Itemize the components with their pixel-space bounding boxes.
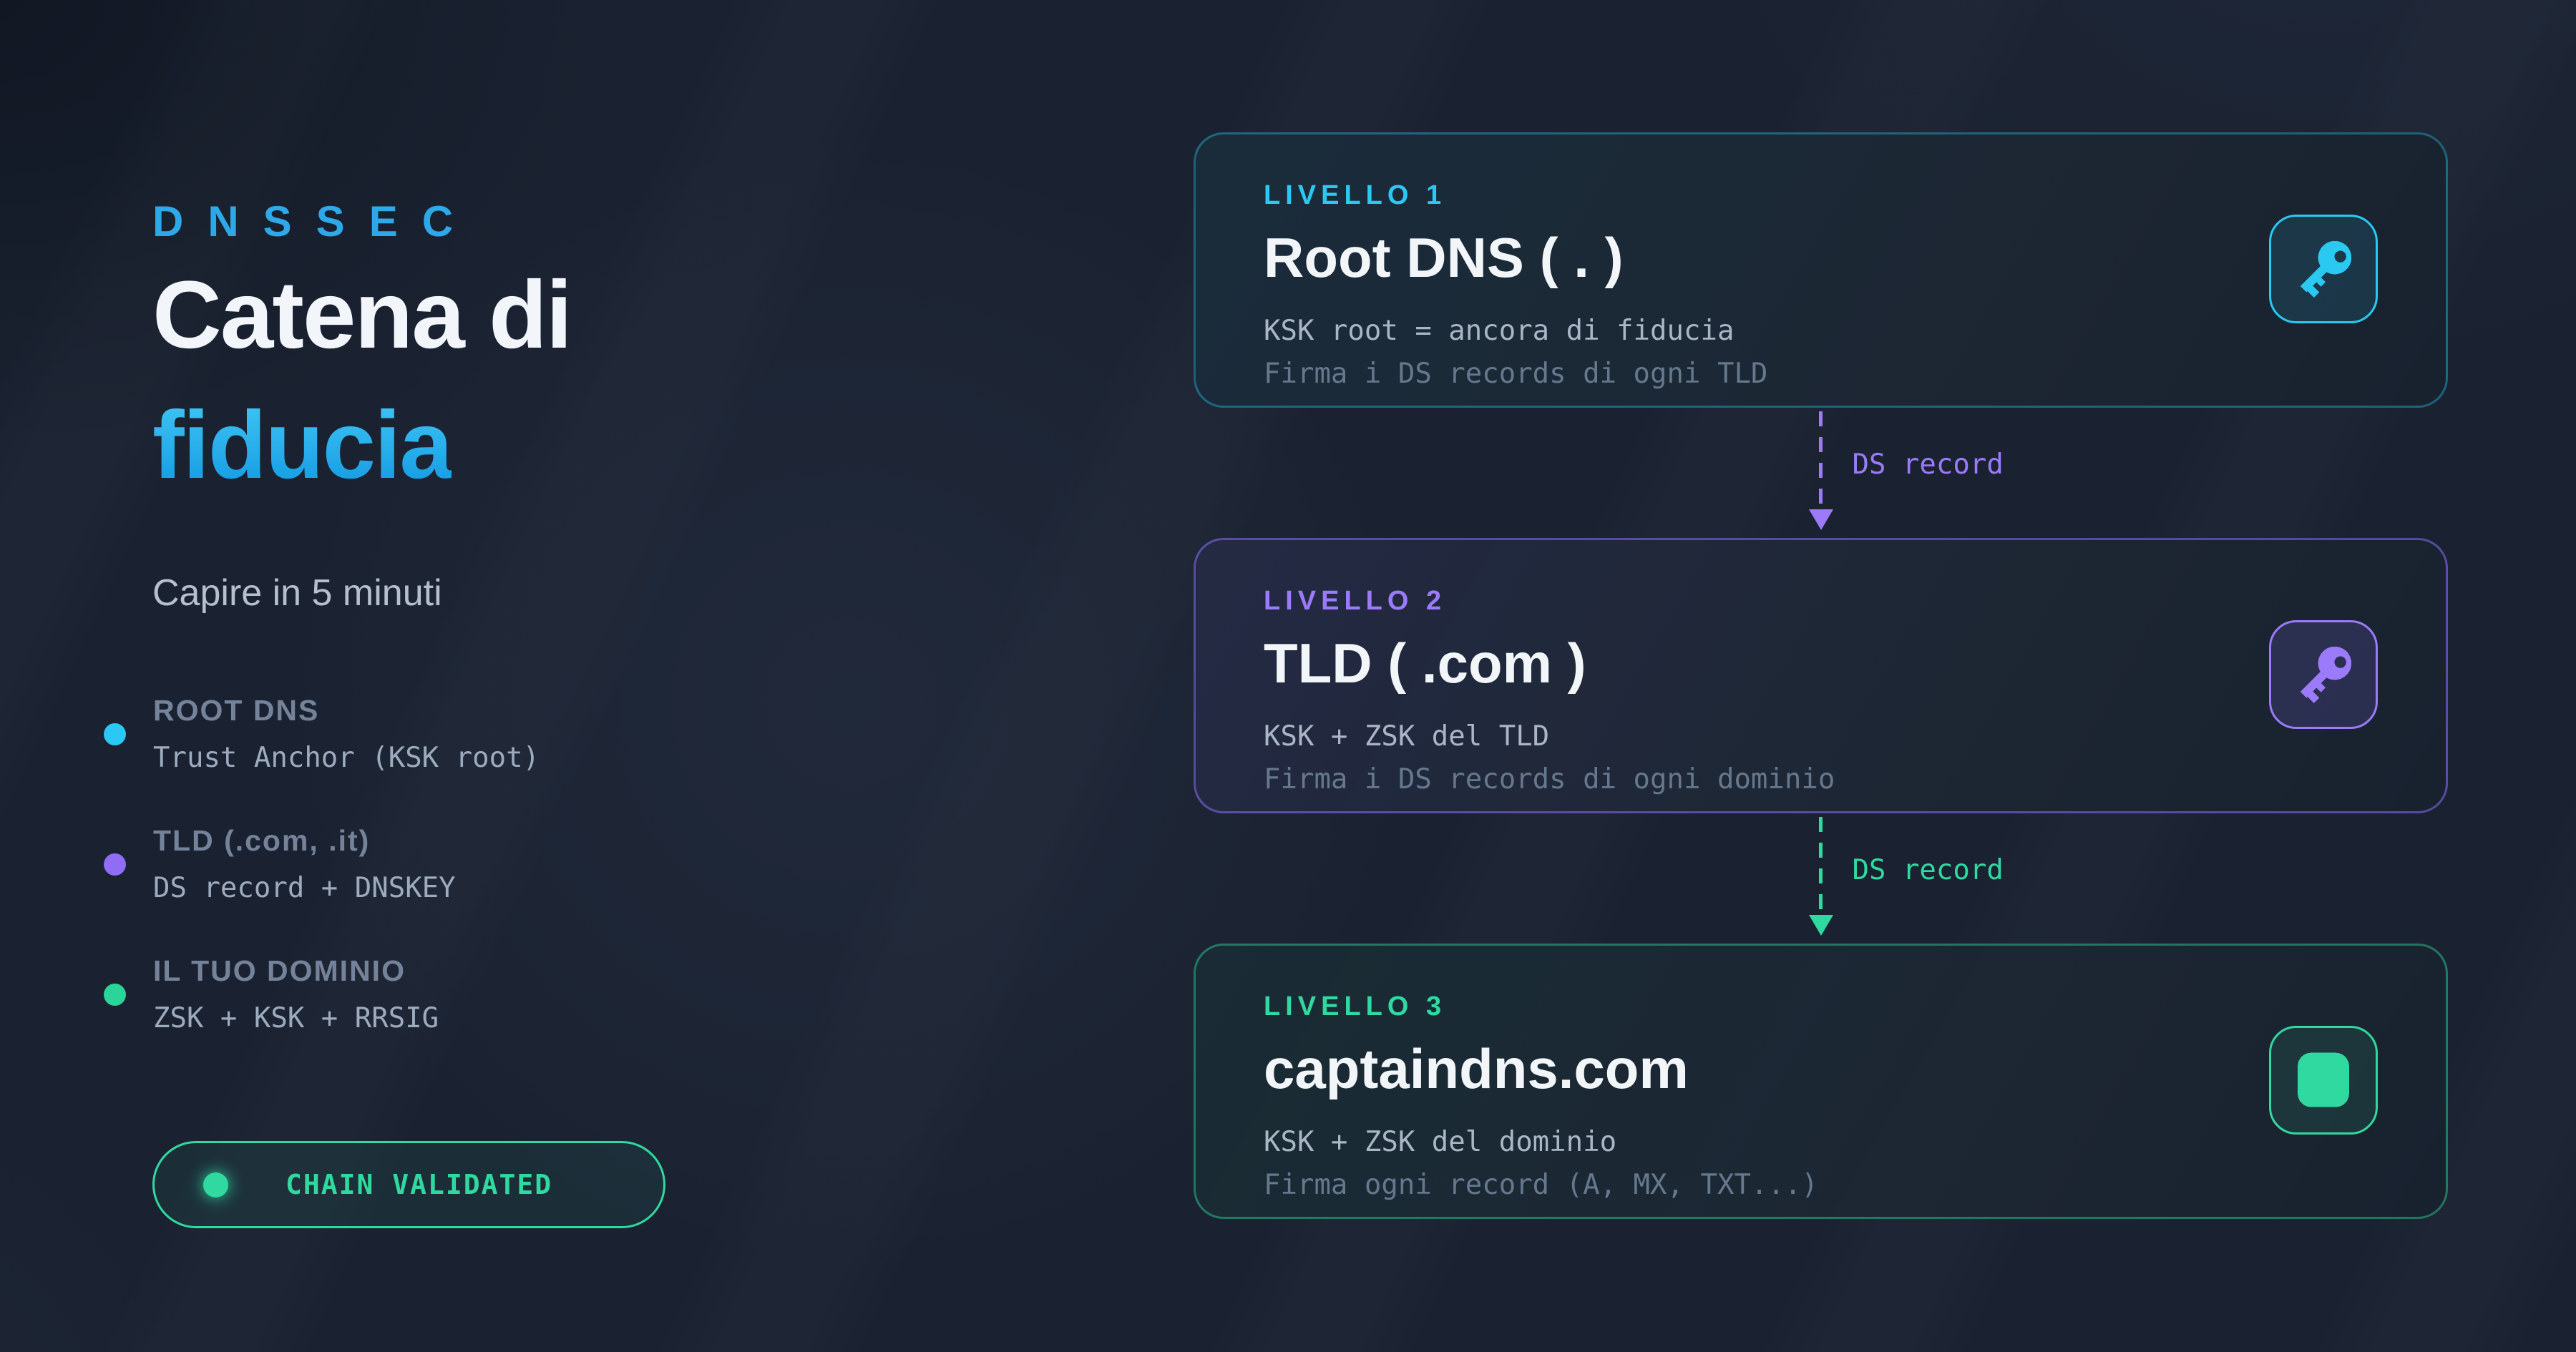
trust-item-label: ROOT DNS	[153, 694, 320, 727]
trust-item-your-domain: IL TUO DOMINIO ZSK + KSK + RRSIG	[104, 954, 1083, 1035]
chain-of-trust-diagram: LIVELLO 1 Root DNS ( . ) KSK root = anco…	[1194, 132, 2448, 1219]
bullet-dot	[104, 723, 126, 745]
subtitle: Capire in 5 minuti	[152, 572, 442, 614]
trust-item-label: TLD (.com, .it)	[153, 824, 371, 857]
key-icon	[2300, 646, 2352, 703]
card-description-line2: Firma i DS records di ogni dominio	[1264, 763, 1835, 795]
card-description-line1: KSK root = ancora di fiducia	[1264, 315, 1735, 347]
key-icon	[2300, 240, 2352, 298]
page-title-accent: fiducia	[152, 392, 453, 499]
trust-item-detail: ZSK + KSK + RRSIG	[153, 1002, 439, 1034]
key-icon-box	[2269, 620, 2378, 729]
badge-label: CHAIN VALIDATED	[286, 1169, 553, 1200]
level-label: LIVELLO 3	[1264, 991, 1447, 1022]
page-title-line1: Catena di	[152, 262, 572, 368]
key-icon-box	[2269, 215, 2378, 323]
level-label: LIVELLO 2	[1264, 586, 1447, 616]
trust-levels-list: ROOT DNS Trust Anchor (KSK root) TLD (.c…	[104, 694, 1083, 1035]
connector-root-to-tld: DS record	[1194, 408, 2448, 538]
level-card-domain: LIVELLO 3 captaindns.com KSK + ZSK del d…	[1194, 944, 2448, 1219]
connector-tld-to-domain: DS record	[1194, 813, 2448, 944]
left-panel: DNSSEC Catena di fiducia Capire in 5 minu…	[104, 197, 1083, 1228]
page-title: Catena di fiducia	[152, 250, 1083, 511]
dashed-line	[1819, 817, 1823, 913]
level-label: LIVELLO 1	[1264, 180, 1447, 210]
arrow-down-icon	[1808, 509, 1833, 530]
kicker: DNSSEC	[152, 197, 478, 245]
card-description-line2: Firma i DS records di ogni TLD	[1264, 358, 1768, 390]
connector-label: DS record	[1852, 854, 2004, 886]
card-title: Root DNS ( . )	[1264, 226, 1624, 289]
card-description-line1: KSK + ZSK del dominio	[1264, 1126, 1617, 1158]
card-description-line2: Firma ogni record (A, MX, TXT...)	[1264, 1169, 1818, 1201]
trust-item-root-dns: ROOT DNS Trust Anchor (KSK root)	[104, 694, 1083, 775]
level-card-root-dns: LIVELLO 1 Root DNS ( . ) KSK root = anco…	[1194, 132, 2448, 408]
status-dot-icon	[203, 1172, 228, 1197]
level-card-tld: LIVELLO 2 TLD ( .com ) KSK + ZSK del TLD…	[1194, 538, 2448, 813]
dashed-line	[1819, 411, 1823, 508]
trust-item-tld: TLD (.com, .it) DS record + DNSKEY	[104, 824, 1083, 905]
bullet-dot	[104, 984, 126, 1006]
domain-record-icon	[2298, 1052, 2349, 1107]
arrow-down-icon	[1808, 915, 1833, 936]
connector-label: DS record	[1852, 449, 2004, 481]
card-title: captaindns.com	[1264, 1037, 1689, 1100]
chain-validated-badge: CHAIN VALIDATED	[152, 1141, 665, 1228]
card-description-line1: KSK + ZSK del TLD	[1264, 720, 1550, 753]
trust-item-label: IL TUO DOMINIO	[153, 954, 406, 987]
domain-record-icon-box	[2269, 1026, 2378, 1135]
trust-item-detail: Trust Anchor (KSK root)	[153, 742, 540, 774]
card-title: TLD ( .com )	[1264, 632, 1586, 695]
bullet-dot	[104, 853, 126, 876]
trust-item-detail: DS record + DNSKEY	[153, 872, 456, 904]
